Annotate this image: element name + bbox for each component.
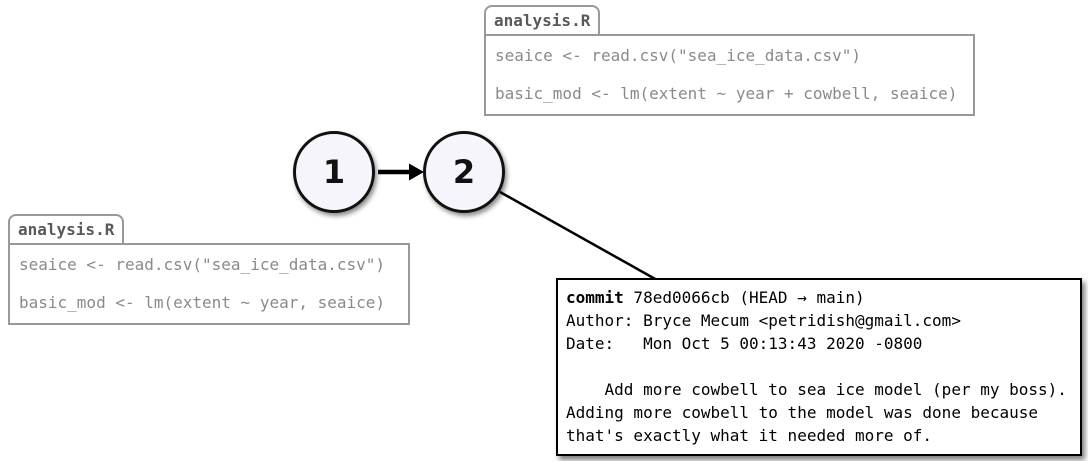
code-line: seaice <- read.csv("sea_ice_data.csv") xyxy=(495,46,862,65)
commit-log-box: commit 78ed0066cb (HEAD → main) Author: … xyxy=(556,278,1082,456)
file-snapshot-commit1: analysis.R seaice <- read.csv("sea_ice_d… xyxy=(8,214,410,325)
commit-date-line: Date: Mon Oct 5 00:13:43 2020 -0800 xyxy=(566,334,923,353)
edge-commit2-to-log xyxy=(499,190,658,282)
code-line: seaice <- read.csv("sea_ice_data.csv") xyxy=(19,255,386,274)
file-code-body: seaice <- read.csv("sea_ice_data.csv") b… xyxy=(8,243,410,325)
commit-message-line: Add more cowbell to sea ice model (per m… xyxy=(566,380,1067,399)
commit-message-line: that's exactly what it needed more of. xyxy=(566,426,933,445)
commit-title-line: commit 78ed0066cb (HEAD → main) xyxy=(566,286,1072,309)
file-tab: analysis.R xyxy=(8,214,125,243)
commit-node-1: 1 xyxy=(293,131,375,213)
code-line: basic_mod <- lm(extent ~ year + cowbell,… xyxy=(495,84,958,103)
file-code-body: seaice <- read.csv("sea_ice_data.csv") b… xyxy=(484,34,975,116)
arrowhead-icon xyxy=(409,163,424,181)
commit-hash-ref: 78ed0066cb (HEAD → main) xyxy=(623,288,865,307)
file-tab: analysis.R xyxy=(484,5,601,34)
file-snapshot-commit2: analysis.R seaice <- read.csv("sea_ice_d… xyxy=(484,5,975,116)
code-line: basic_mod <- lm(extent ~ year, seaice) xyxy=(19,293,386,312)
commit-node-2: 2 xyxy=(423,131,505,213)
commit-node-label: 1 xyxy=(322,153,346,191)
commit-author-line: Author: Bryce Mecum <petridish@gmail.com… xyxy=(566,311,961,330)
commit-blank-line xyxy=(566,355,1072,378)
commit-message-line: Adding more cowbell to the model was don… xyxy=(566,403,1039,422)
commit-node-label: 2 xyxy=(452,153,476,191)
commit-keyword: commit xyxy=(566,288,624,307)
